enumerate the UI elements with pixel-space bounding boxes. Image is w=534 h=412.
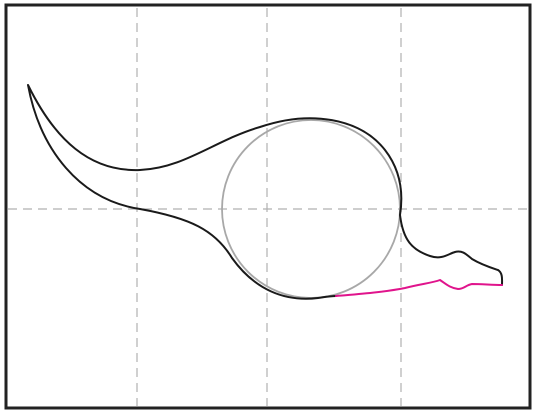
accent-stroke — [335, 279, 503, 297]
outer-outline — [27, 84, 504, 300]
frame-border — [4, 3, 532, 410]
grid-lines — [8, 8, 528, 406]
